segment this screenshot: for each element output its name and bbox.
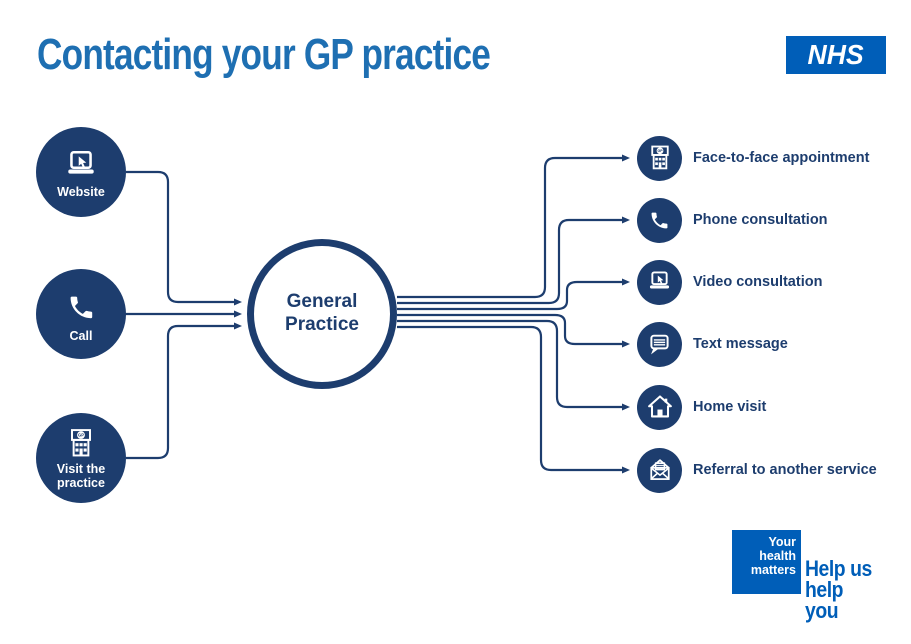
speech-bubble-icon	[650, 334, 669, 354]
connector-website-to-practice	[126, 170, 242, 306]
connector-practice-to-home	[397, 319, 630, 411]
output-label: Phone consultation	[693, 212, 828, 228]
connector-visit-to-practice	[126, 322, 242, 460]
house-icon	[647, 395, 672, 418]
input-label: Call	[69, 328, 93, 343]
output-row-text-message: Text message	[637, 321, 907, 367]
input-node-website: Website	[36, 127, 126, 217]
help-us-help-you-slogan: Help us help you	[805, 556, 872, 623]
laptop-cursor-icon	[649, 271, 670, 289]
output-node	[637, 197, 682, 243]
connector-practice-to-referral	[397, 325, 630, 474]
connector-practice-to-text	[397, 313, 630, 348]
gp-sign-text: GP	[657, 149, 663, 153]
output-label: Face-to-face appointment	[693, 150, 870, 166]
laptop-cursor-icon	[68, 150, 94, 174]
input-node-visit: GP Visit the practice	[36, 413, 126, 503]
output-node	[637, 447, 682, 493]
output-row-referral: Referral to another service	[637, 447, 907, 493]
nhs-logo-text: NHS	[807, 39, 865, 70]
output-label: Home visit	[693, 399, 767, 415]
hub-label: General Practice	[285, 291, 359, 335]
input-label: Visit the practice	[56, 462, 106, 490]
page-title: Contacting your GP practice	[37, 30, 491, 79]
connector-practice-to-face-to-face	[397, 154, 630, 299]
output-node	[637, 259, 682, 305]
output-node	[637, 384, 682, 430]
gp-sign-text: GP	[78, 433, 84, 438]
output-row-phone: Phone consultation	[637, 197, 907, 243]
general-practice-hub: General Practice	[247, 239, 397, 389]
output-row-home-visit: Home visit	[637, 384, 907, 430]
connector-practice-to-video	[397, 278, 630, 311]
gp-building-icon: GP	[71, 429, 91, 457]
your-health-matters-badge: Your health matters	[732, 530, 801, 594]
phone-icon	[651, 212, 668, 228]
input-node-call: Call	[36, 269, 126, 359]
output-label: Text message	[693, 336, 788, 352]
phone-icon	[70, 296, 93, 319]
connector-practice-to-phone	[397, 216, 630, 305]
nhs-logo: NHS	[786, 36, 886, 74]
output-label: Video consultation	[693, 274, 823, 290]
output-row-face-to-face: GP Face-to-face appointment	[637, 135, 907, 181]
output-row-video: Video consultation	[637, 259, 907, 305]
output-node	[637, 321, 682, 367]
envelope-icon	[649, 459, 670, 480]
gp-building-icon: GP	[650, 145, 669, 169]
input-label: Website	[57, 184, 105, 199]
output-label: Referral to another service	[693, 462, 877, 478]
output-node: GP	[637, 135, 682, 181]
